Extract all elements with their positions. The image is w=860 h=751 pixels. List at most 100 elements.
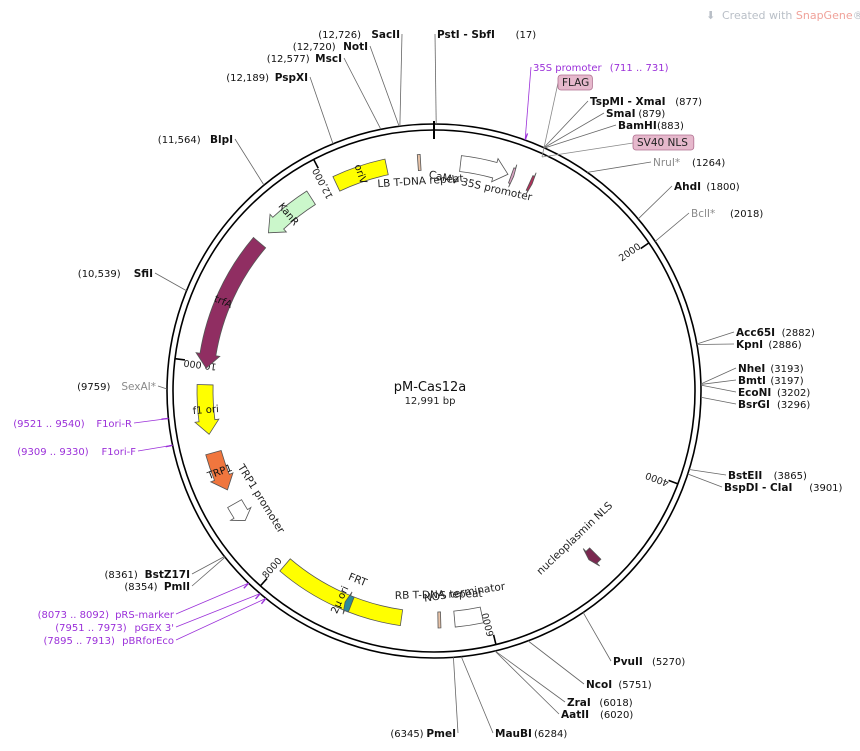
leader-bspdi-clai	[687, 473, 723, 488]
leader-zrai	[494, 650, 566, 703]
primer-pbrforeco: pBRforEco(7895 .. 7913)	[43, 597, 267, 647]
primer-name: F1ori-R	[96, 419, 132, 430]
site-bsrgi: BsrGI(3296)	[738, 399, 810, 411]
plasmid-name: pM-Cas12a	[394, 380, 466, 395]
primer-mark	[255, 593, 261, 600]
tick-mark	[174, 357, 186, 361]
leader-maubi	[460, 656, 494, 734]
feature-camv-35s-promoter: CaMV 35S promoter	[428, 155, 534, 204]
leader-pvuii	[582, 612, 612, 662]
feature-trfa: trfA	[195, 236, 267, 369]
tick-label: 8000	[260, 556, 284, 581]
tick-mark	[492, 634, 497, 645]
leader-blpi	[234, 138, 265, 186]
site-noti: NotI(12,720)	[293, 41, 368, 53]
feature-lb-t-dna-repeat: LB T-DNA repeat	[377, 153, 464, 191]
site-nrui: NruI*(1264)	[653, 157, 725, 169]
site-name: AatII	[561, 709, 589, 721]
feature-kanr: KanR	[267, 190, 316, 234]
tick-label: 12,000	[311, 166, 336, 201]
feature-trp1-promoter-arc	[227, 499, 252, 521]
primer-leader-pbrforeco	[175, 598, 267, 641]
feature-f1-ori-label: f1 ori	[192, 404, 219, 417]
boxed-label-background	[632, 134, 695, 151]
primer-prs-marker: pRS-marker(8073 .. 8092)	[38, 582, 250, 621]
primer-f1ori-f: F1ori-F(9309 .. 9330)	[17, 444, 173, 458]
primer-f1ori-r: F1ori-R(9521 .. 9540)	[13, 417, 169, 430]
site-pmei: PmeI(6345)	[390, 728, 456, 740]
site-ahdi: AhdI(1800)	[674, 181, 740, 193]
feature-f1-ori: f1 ori	[192, 384, 220, 435]
site-position: (877)	[675, 97, 702, 108]
snapgene-logo-icon: ⬇	[706, 9, 715, 22]
leader-lines	[133, 33, 737, 734]
leader-ncoi	[527, 640, 585, 685]
boxed-label-text: FLAG	[562, 77, 589, 89]
leader-acc65i	[696, 331, 735, 345]
leader-pspxi	[309, 76, 334, 144]
feature-2-ori-arc	[279, 558, 404, 627]
site-position: (1264)	[692, 158, 725, 169]
site-name: PmlI	[164, 581, 190, 593]
snapgene-credit: ⬇ Created with SnapGene®	[706, 9, 860, 22]
tick-label: 6000	[480, 612, 496, 638]
primer-mark	[243, 582, 250, 589]
primer-mark	[524, 133, 529, 141]
leader-bcli	[654, 212, 690, 242]
site-smai: SmaI(879)	[606, 108, 665, 120]
site-name: SfiI	[134, 268, 153, 280]
feature-oriv: oriV	[332, 158, 389, 192]
site-sexai: SexAI*(9759)	[77, 381, 156, 393]
tick-label: 2000	[617, 241, 643, 264]
tick-mark	[668, 479, 679, 485]
leader-nrui	[587, 161, 652, 173]
leader-aatii	[494, 650, 560, 715]
site-name: BsrGI	[738, 399, 770, 411]
feature-sv40-nls-arc	[525, 172, 537, 195]
site-name: PvuII	[613, 656, 643, 668]
feature-flag	[507, 164, 518, 188]
site-kpni: KpnI(2886)	[736, 339, 802, 351]
primer-name: pRS-marker	[115, 610, 175, 621]
site-position: (3865)	[774, 471, 807, 482]
site-bspdi-clai: BspDI - ClaI(3901)	[724, 482, 843, 494]
feature-rb-t-dna-repeat-outer-label: RB T-DNA repeat	[395, 588, 483, 602]
site-pmli: PmlI(8354)	[124, 581, 190, 593]
site-name: BlpI	[210, 134, 233, 146]
leader-ahdi	[637, 185, 673, 220]
feature-nucleoplasmin-nls-arc	[582, 547, 602, 567]
feature-lb-t-dna-repeat-outer-label: LB T-DNA repeat	[377, 173, 464, 191]
site-name: BstEII	[728, 470, 762, 482]
feature-nucleoplasmin-nls: nucleoplasmin NLS	[535, 500, 616, 578]
leader-msci	[343, 57, 382, 130]
boxed-label-flag: FLAG	[557, 74, 593, 91]
site-name: SacII	[371, 29, 400, 41]
feature-kanr-arc	[267, 190, 316, 234]
feature-rb-t-dna-repeat-arc	[437, 611, 442, 629]
site-name: TspMI - XmaI	[590, 96, 666, 108]
primer-35s-promoter: 35S promoter(711 .. 731)	[524, 63, 669, 141]
site-name: NotI	[343, 41, 368, 53]
primer-range: (711 .. 731)	[610, 63, 669, 74]
boxed-label-background	[557, 74, 593, 91]
feature-sv40-nls	[525, 172, 537, 195]
site-zrai: ZraI(6018)	[567, 697, 633, 709]
tick-mark	[259, 577, 268, 587]
site-name: MscI	[315, 53, 342, 65]
boxed-label-leader	[541, 142, 634, 158]
plasmid-length: 12,991 bp	[405, 396, 456, 407]
site-acc65i: Acc65I(2882)	[736, 327, 815, 339]
leader-kpni	[696, 343, 735, 345]
site-name: BclI*	[691, 208, 715, 220]
boxed-label-leader	[541, 82, 559, 158]
site-position: (3193)	[770, 364, 803, 375]
site-bcli: BclI*(2018)	[691, 208, 763, 220]
site-position: (6284)	[534, 729, 567, 740]
site-name: SexAI*	[121, 381, 156, 393]
tick-label: 4000	[644, 469, 671, 488]
leader-noti	[369, 45, 400, 127]
site-pvuii: PvuII(5270)	[613, 656, 685, 668]
site-position: (6345)	[390, 729, 423, 740]
